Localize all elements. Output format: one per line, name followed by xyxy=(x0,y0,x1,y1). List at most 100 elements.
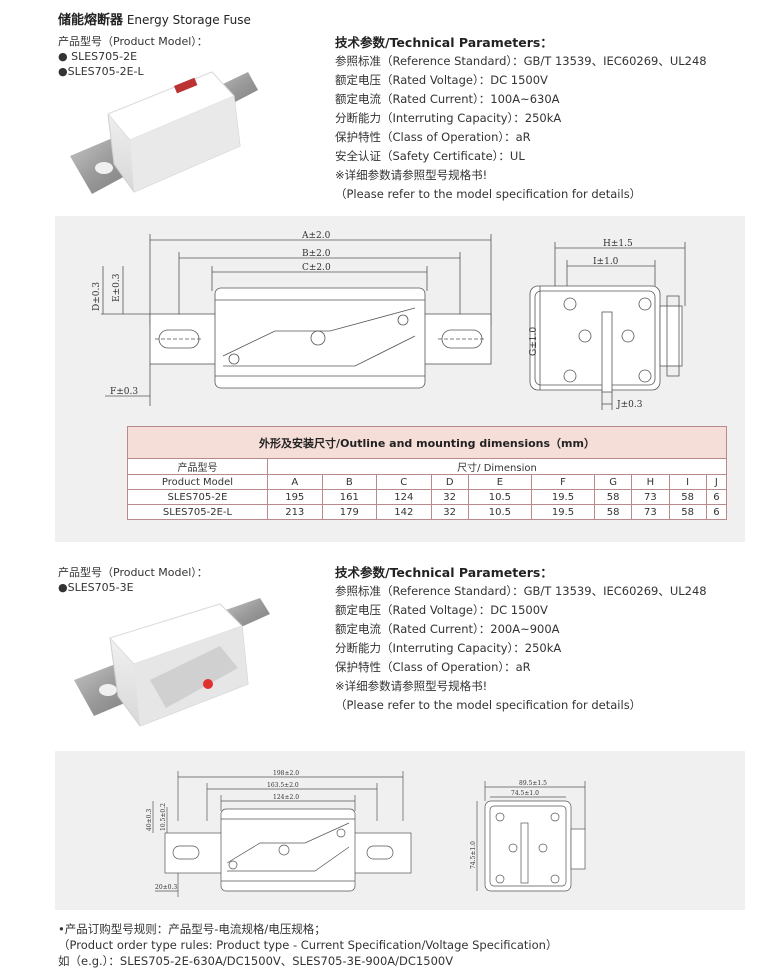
row2-h: 73 xyxy=(631,504,670,520)
dim2-f-label: 20±0.3 xyxy=(155,884,177,891)
dim-c-label: C±2.0 xyxy=(302,263,331,273)
drawing2-svg: 198±2.0 163.5±2.0 124±2.0 40±0.3 10.5±0.… xyxy=(146,770,586,897)
product1-param-interrupting: 分断能力（Interruting Capacity）：250kA xyxy=(335,111,562,125)
product1-param-note: ※详细参数请参照型号规格书! xyxy=(335,168,488,182)
product2-params: 技术参数/Technical Parameters： 参照标准（Referenc… xyxy=(335,563,707,715)
table-model-header-cn: 产品型号 xyxy=(127,458,268,475)
row2-a: 213 xyxy=(267,504,323,520)
product2-param-note: ※详细参数请参照型号规格书! xyxy=(335,679,488,693)
dim2-a-label: 198±2.0 xyxy=(273,770,299,777)
dim2-b-label: 163.5±2.0 xyxy=(267,782,299,789)
row1-f: 19.5 xyxy=(530,489,596,505)
col-c: C xyxy=(376,474,432,490)
row1-model: SLES705-2E xyxy=(127,489,268,505)
row2-g: 58 xyxy=(594,504,633,520)
product1-model-label: 产品型号（Product Model）： xyxy=(58,35,208,48)
dim-j-label: J±0.3 xyxy=(616,400,643,410)
table-row: SLES705-2E 195 161 124 32 10.5 19.5 58 7… xyxy=(127,489,728,505)
col-h: H xyxy=(631,474,670,490)
col-f: F xyxy=(530,474,596,490)
col-b: B xyxy=(321,474,378,490)
product2-fuse-image xyxy=(74,598,270,727)
product1-param-class: 保护特性（Class of Operation）：aR xyxy=(335,130,531,144)
col-g: G xyxy=(594,474,633,490)
product2-param-voltage: 额定电压（Rated Voltage）：DC 1500V xyxy=(335,603,548,617)
dim-e-label: E±0.3 xyxy=(112,273,122,302)
product1-param-voltage: 额定电压（Rated Voltage）：DC 1500V xyxy=(335,73,548,87)
dimension-table-wrap: 外形及安装尺寸/Outline and mounting dimensions（… xyxy=(127,426,728,520)
drawing2-panel: 198±2.0 163.5±2.0 124±2.0 40±0.3 10.5±0.… xyxy=(55,751,745,910)
dim-f-label: F±0.3 xyxy=(110,387,138,397)
dim-b-label: B±2.0 xyxy=(302,249,331,259)
drawing1-svg: A±2.0 B±2.0 C±2.0 D±0.3 E±0.3 F±0.3 G±1.… xyxy=(92,231,686,410)
title-en: Energy Storage Fuse xyxy=(126,13,251,27)
product1-params: 技术参数/Technical Parameters： 参照标准（Referenc… xyxy=(335,33,707,204)
col-i: I xyxy=(668,474,707,490)
row2-e: 10.5 xyxy=(467,504,532,520)
row1-j: 6 xyxy=(705,489,728,505)
row2-f: 19.5 xyxy=(530,504,596,520)
col-d: D xyxy=(430,474,469,490)
row2-i: 58 xyxy=(668,504,707,520)
row1-i: 58 xyxy=(668,489,707,505)
row1-a: 195 xyxy=(267,489,323,505)
product1-model-block: 产品型号（Product Model）： ● SLES705-2E ●SLES7… xyxy=(58,34,208,79)
row1-h: 73 xyxy=(631,489,670,505)
order-rules: •产品订购型号规则：产品型号-电流规格/电压规格； （Product order… xyxy=(58,921,557,969)
dim-i-label: I±1.0 xyxy=(593,257,619,267)
table-title: 外形及安装尺寸/Outline and mounting dimensions（… xyxy=(127,426,727,459)
product1-fuse-image xyxy=(70,71,258,194)
product2-model-label: 产品型号（Product Model）： xyxy=(58,566,208,579)
dim-g-label: G±1.0 xyxy=(529,327,539,356)
col-a: A xyxy=(267,474,323,490)
row1-d: 32 xyxy=(430,489,469,505)
dim2-h-label: 89.5±1.5 xyxy=(519,780,547,787)
order-rules-line-3: 如（e.g.）：SLES705-2E-630A/DC1500V、SLES705-… xyxy=(58,954,454,968)
dim-d-label: D±0.3 xyxy=(92,282,102,311)
dim2-g-label: 74.5±1.0 xyxy=(470,841,477,869)
table-header-row: 产品型号 尺寸/ Dimension xyxy=(127,458,727,475)
product1-param-certificate: 安全认证（Safety Certificate）：UL xyxy=(335,149,525,163)
product2-param-interrupting: 分断能力（Interruting Capacity）：250kA xyxy=(335,641,562,655)
row2-b: 179 xyxy=(321,504,378,520)
product2-param-standard: 参照标准（Reference Standard）：GB/T 13539、IEC6… xyxy=(335,584,707,598)
product1-param-standard: 参照标准（Reference Standard）：GB/T 13539、IEC6… xyxy=(335,54,707,68)
row1-e: 10.5 xyxy=(467,489,532,505)
row2-model: SLES705-2E-L xyxy=(127,504,268,520)
product1-params-heading: 技术参数/Technical Parameters： xyxy=(335,35,553,50)
drawing1-panel: A±2.0 B±2.0 C±2.0 D±0.3 E±0.3 F±0.3 G±1.… xyxy=(55,216,745,542)
dim2-d-label: 40±0.3 xyxy=(146,809,153,831)
row2-j: 6 xyxy=(705,504,728,520)
dim2-i-label: 74.5±1.0 xyxy=(511,790,539,797)
product1-param-note-en: （Please refer to the model specification… xyxy=(335,187,642,201)
title-cn: 储能熔断器 xyxy=(58,13,124,28)
product1-param-current: 额定电流（Rated Current）：100A~630A xyxy=(335,92,560,106)
dim2-e-label: 10.5±0.2 xyxy=(160,803,167,831)
order-rules-line-1: •产品订购型号规则：产品型号-电流规格/电压规格； xyxy=(58,922,326,936)
table-row: SLES705-2E-L 213 179 142 32 10.5 19.5 58… xyxy=(127,504,728,520)
dim-h-label: H±1.5 xyxy=(603,239,633,249)
product1-model-1: ● SLES705-2E xyxy=(58,50,138,63)
table-model-header-en: Product Model xyxy=(127,474,268,490)
page-title: 储能熔断器 Energy Storage Fuse xyxy=(58,9,251,28)
row1-b: 161 xyxy=(321,489,378,505)
product2-model-block: 产品型号（Product Model）： ●SLES705-3E xyxy=(58,565,208,595)
product1-model-2: ●SLES705-2E-L xyxy=(58,65,144,78)
product2-param-note-en: （Please refer to the model specification… xyxy=(335,698,642,712)
row2-d: 32 xyxy=(430,504,469,520)
dim-a-label: A±2.0 xyxy=(301,231,331,241)
product2-model-1: ●SLES705-3E xyxy=(58,581,134,594)
dim2-c-label: 124±2.0 xyxy=(273,794,299,801)
dimension-table: 外形及安装尺寸/Outline and mounting dimensions（… xyxy=(127,426,728,520)
row1-c: 124 xyxy=(376,489,432,505)
col-j: J xyxy=(705,474,728,490)
row1-g: 58 xyxy=(594,489,633,505)
row2-c: 142 xyxy=(376,504,432,520)
table-column-header-row: Product Model A B C D E F G H I J xyxy=(127,474,728,490)
product2-param-class: 保护特性（Class of Operation）：aR xyxy=(335,660,531,674)
table-dim-header: 尺寸/ Dimension xyxy=(267,458,727,475)
product2-params-heading: 技术参数/Technical Parameters： xyxy=(335,565,553,580)
product2-param-current: 额定电流（Rated Current）：200A~900A xyxy=(335,622,560,636)
col-e: E xyxy=(467,474,532,490)
order-rules-line-2: （Product order type rules: Product type … xyxy=(58,938,558,952)
